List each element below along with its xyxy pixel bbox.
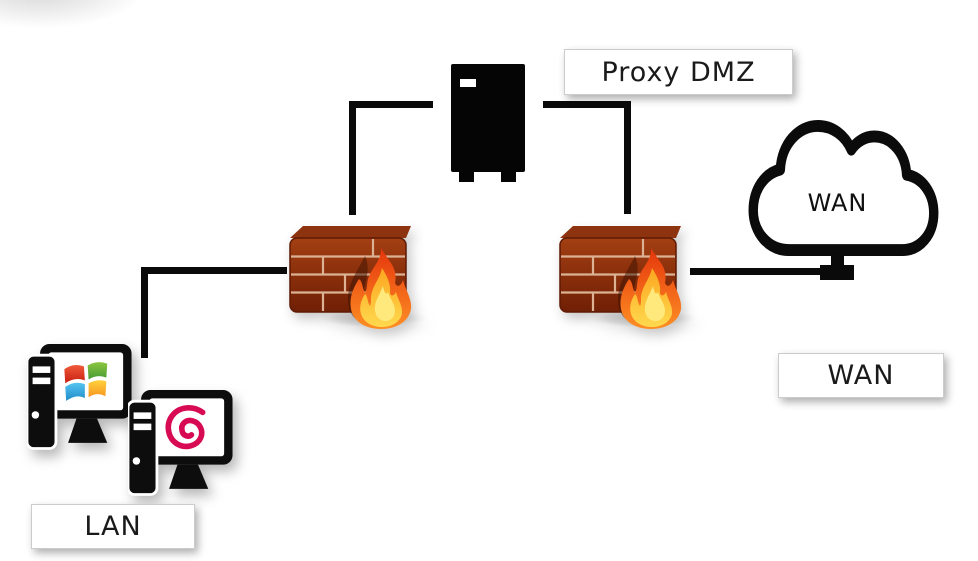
firewall-icon-right <box>558 224 703 331</box>
proxy-server-icon <box>451 64 525 182</box>
plug-nub <box>831 254 844 267</box>
windows-pc-icon <box>27 344 133 450</box>
windows-logo <box>64 362 108 401</box>
plug-base <box>820 265 854 280</box>
debian-logo <box>165 405 206 450</box>
link-server-to-left-firewall-vertical <box>349 101 356 215</box>
debian-pc-icon <box>128 390 234 496</box>
lan-label: LAN <box>31 504 195 549</box>
link-server-to-left-firewall-horizontal <box>349 101 433 108</box>
wan-cloud-text: WAN <box>807 189 868 217</box>
server-foot <box>501 170 516 182</box>
link-lan-to-left-firewall-horizontal <box>141 267 287 274</box>
proxy-dmz-label-text: Proxy DMZ <box>601 56 756 88</box>
lan-label-text: LAN <box>84 511 142 542</box>
cloud-outline <box>748 119 939 257</box>
wan-cloud-icon <box>748 119 939 257</box>
proxy-dmz-label: Proxy DMZ <box>564 49 793 95</box>
ethernet-plug-icon <box>820 254 854 280</box>
link-right-firewall-to-wan <box>690 268 822 275</box>
link-server-to-right-firewall-horizontal <box>543 101 631 108</box>
link-lan-to-left-firewall-vertical <box>141 267 148 358</box>
wan-label: WAN <box>778 353 944 398</box>
server-foot <box>459 170 474 182</box>
link-server-to-right-firewall-vertical <box>624 101 631 214</box>
wan-label-text: WAN <box>827 360 895 391</box>
corner-shadow <box>0 0 210 80</box>
server-drive-slot <box>460 79 476 87</box>
firewall-icon-left <box>288 224 433 331</box>
